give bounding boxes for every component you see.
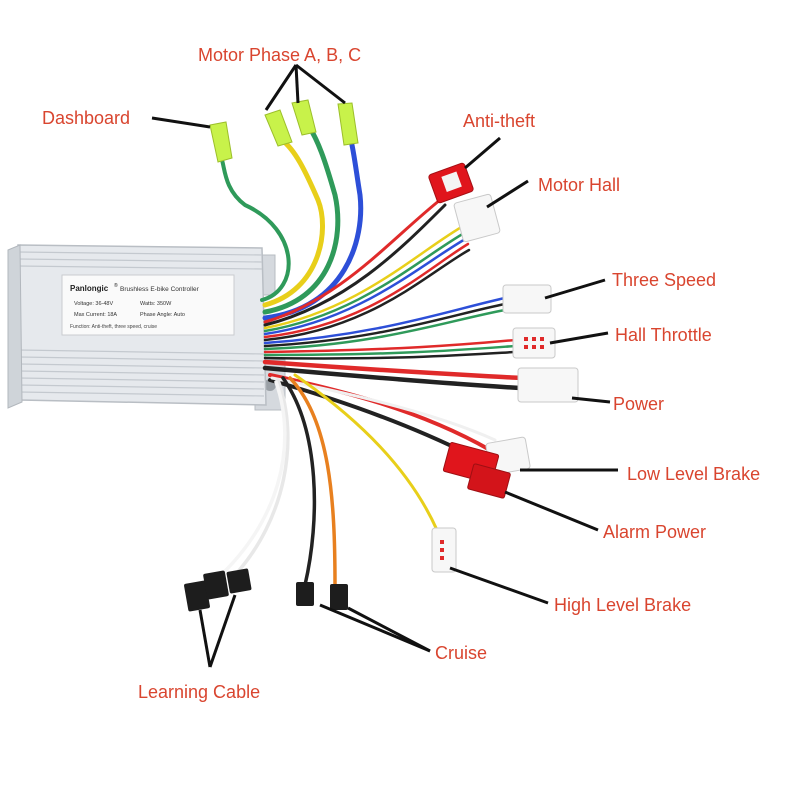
label-high-level-brake: High Level Brake <box>554 595 692 615</box>
wire-harness <box>208 122 523 587</box>
controller-spec: Watts: 350W <box>140 301 172 307</box>
controller-box <box>7 244 286 411</box>
leader-lines <box>151 63 618 668</box>
controller-function: Function: Anti-theft, three speed, cruis… <box>70 324 157 330</box>
label-power: Power <box>613 394 665 414</box>
phase-a-connector <box>264 109 293 147</box>
label-cruise: Cruise <box>435 643 488 663</box>
wire-phase-green <box>262 122 341 315</box>
phase-b-connector <box>291 99 317 136</box>
label-hall-throttle: Hall Throttle <box>615 325 712 345</box>
controller-spec: Voltage: 36-48V <box>74 301 113 307</box>
label-motor-phase: Motor Phase A, B, C <box>198 45 362 65</box>
controller-brand: Panlongic <box>70 284 109 293</box>
label-dashboard: Dashboard <box>42 108 131 128</box>
wire-phase-yellow <box>262 137 326 308</box>
controller-label: Panlongic ® Brushless E-bike Controller … <box>70 282 200 330</box>
hall-throttle-connector <box>512 327 556 359</box>
controller-spec: Max Current: 18A <box>74 312 117 318</box>
phase-c-connector <box>337 102 359 146</box>
controller-trademark: ® <box>114 282 118 289</box>
label-alarm-power: Alarm Power <box>603 522 707 542</box>
controller-product: Brushless E-bike Controller <box>120 286 200 293</box>
label-three-speed: Three Speed <box>612 270 717 290</box>
wire-dashboard <box>220 158 291 302</box>
power-connector <box>517 367 579 403</box>
controller-spec: Phase Angle: Auto <box>140 312 185 318</box>
three-speed-connector <box>502 284 552 314</box>
label-low-level-brake: Low Level Brake <box>627 464 761 484</box>
label-anti-theft: Anti-theft <box>463 111 536 131</box>
cruise-connector <box>296 582 314 606</box>
dashboard-connector <box>209 121 233 163</box>
learning-cable-connector <box>184 580 210 612</box>
label-learning-cable: Learning Cable <box>138 682 261 702</box>
label-motor-hall: Motor Hall <box>538 175 621 195</box>
connectors <box>184 99 579 612</box>
